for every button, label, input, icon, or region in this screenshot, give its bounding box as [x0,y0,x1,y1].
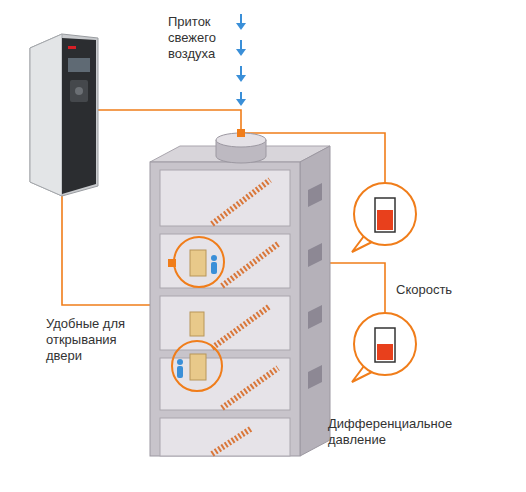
drive-front [62,38,96,194]
drive-body [30,34,98,196]
arrow [240,66,242,76]
bubble [354,313,416,375]
window [308,183,322,207]
people [177,255,217,378]
gauge-level [377,210,393,230]
highlight-circle [172,341,222,391]
callout-label: Дифференциальное давление [328,416,478,448]
highlight-circle [174,237,224,287]
callout-label: Скорость [396,282,486,298]
arrow [240,14,242,24]
floor [160,296,290,350]
stair [222,368,278,408]
drive-keypad [70,80,88,102]
sensor [237,129,245,137]
window [308,243,322,267]
windows [308,183,322,389]
drive-logo [68,46,76,49]
window [308,305,322,329]
arrow-head [236,99,246,106]
window [308,365,322,389]
side-wall [300,146,330,456]
bubble [354,183,416,245]
gauge-level [377,344,393,360]
callout-label: Приток свежего воздуха [168,14,234,62]
doors [190,250,206,380]
floor [160,418,290,456]
wire [98,110,241,133]
floor [160,234,290,288]
arrow-head [236,49,246,56]
door [190,250,206,276]
door [190,312,204,336]
arrow-head [236,23,246,30]
gauge-frame [375,198,395,232]
callout-label: Удобные для открывания двери [46,316,150,364]
person [177,366,183,378]
door [190,354,206,380]
front-wall [150,162,300,456]
person [177,359,183,365]
sensor [168,259,176,267]
stair [222,244,278,286]
roof-fan [216,129,266,163]
arrow-head [236,75,246,82]
building [150,146,330,456]
person [211,255,217,261]
arrow [240,40,242,50]
arrow [240,92,242,100]
drive-side [30,34,62,196]
pressure-gauge [352,313,416,382]
floor [160,170,290,226]
speed-gauge [352,183,416,252]
stairs [212,180,278,454]
frequency-drive [30,34,98,196]
stair [212,428,252,454]
stair [212,306,270,348]
gauge-frame [375,328,395,362]
floors [160,170,290,456]
drive-display [68,58,90,72]
drive-button [75,87,83,95]
stair [212,180,270,224]
person [211,262,217,274]
air-arrows [236,14,246,106]
